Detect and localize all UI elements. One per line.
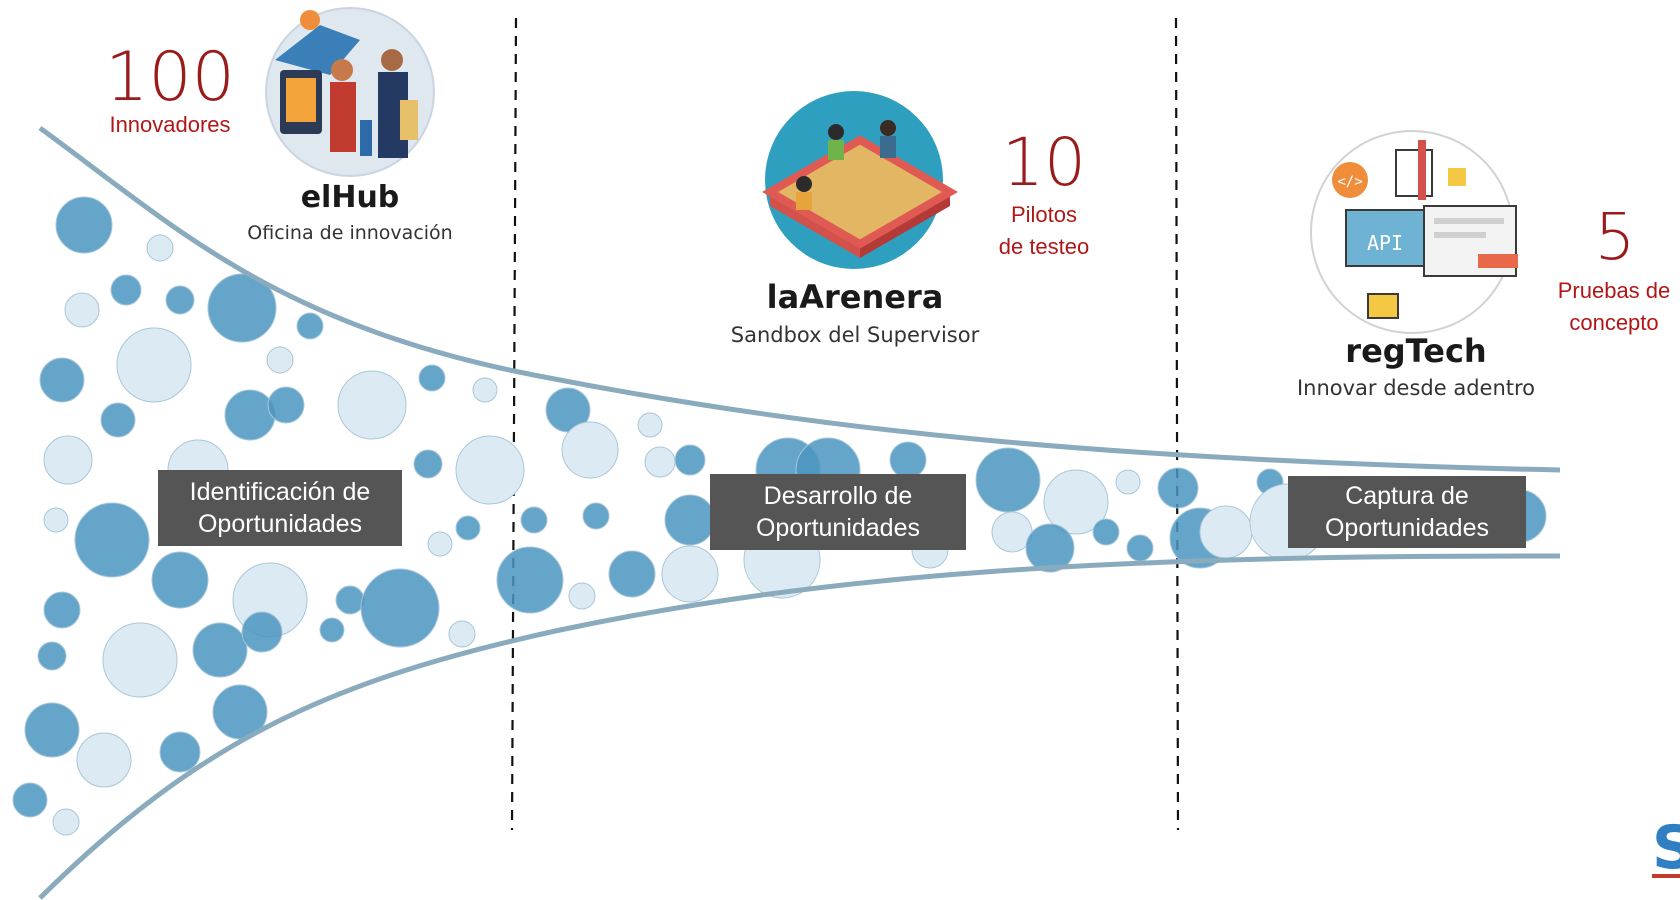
bubble (664, 494, 716, 546)
stage-2-box-line2: Oportunidades (755, 514, 920, 542)
bubble (224, 389, 276, 441)
bubble (608, 550, 656, 598)
bubble (520, 506, 548, 534)
bubble (582, 502, 610, 530)
stage-2-label-box: Desarrollo de Oportunidades (710, 474, 966, 550)
bubble (146, 234, 174, 262)
stage-1-number-label: Innovadores (109, 112, 231, 137)
bubble (561, 421, 619, 479)
bubble (55, 196, 113, 254)
team-meeting-illustration (265, 7, 435, 177)
bubble (12, 782, 48, 818)
bubble (1126, 534, 1154, 562)
stage-divider-1 (510, 17, 518, 831)
bubble (418, 364, 446, 392)
bubble (100, 402, 136, 438)
bubble (64, 292, 100, 328)
bubble (296, 312, 324, 340)
stage-3-number-label-line1: Pruebas de (1557, 278, 1671, 303)
bubble (1025, 523, 1075, 573)
bubble (43, 435, 93, 485)
stage-3-subtitle: Innovar desde adentro (1296, 376, 1536, 400)
svg-text:API: API (1367, 231, 1403, 255)
stage-3-number-label-line2: concepto (1569, 310, 1659, 335)
bubble (241, 611, 283, 653)
brand-logo: S (1652, 813, 1680, 883)
bubble (116, 327, 192, 403)
funnel-top-edge (38, 125, 1561, 473)
bubble (360, 568, 440, 648)
bubble (661, 545, 719, 603)
bubble (266, 346, 294, 374)
bubble (267, 386, 305, 424)
bubble (74, 502, 150, 578)
bubble (159, 731, 201, 773)
bubble (110, 274, 142, 306)
stage-1-label-box: Identificación de Oportunidades (158, 470, 402, 546)
api-illustration: API </> (1310, 130, 1518, 334)
stage-2-number: 10 (1002, 124, 1086, 201)
bubble (37, 641, 67, 671)
bubble (427, 531, 453, 557)
bubble (975, 447, 1041, 513)
bubble (207, 273, 277, 343)
bubble (496, 546, 564, 614)
bubble (319, 617, 345, 643)
bubble (1092, 518, 1120, 546)
bubble (448, 620, 476, 648)
svg-text:</>: </> (1337, 174, 1362, 190)
brand-logo-text: S (1652, 813, 1680, 883)
stage-1-box-line1: Identificación de (189, 478, 371, 506)
bubble (637, 412, 663, 438)
stage-1-subtitle: Oficina de innovación (247, 222, 453, 244)
bubble (413, 449, 443, 479)
stage-3-box-line2: Oportunidades (1324, 514, 1489, 542)
bubble (568, 582, 596, 610)
stage-2-number-label-line1: Pilotos (1010, 202, 1078, 227)
bubble (192, 622, 248, 678)
bubble (39, 357, 85, 403)
bubble (1043, 469, 1109, 535)
stage-divider-2 (1174, 17, 1180, 831)
bubble (43, 591, 81, 629)
stage-3-name: regTech (1345, 332, 1487, 370)
stage-2-name: laArenera (766, 278, 944, 316)
bubble (337, 370, 407, 440)
bubble (151, 551, 209, 609)
bubble (1115, 469, 1141, 495)
bubble (455, 515, 481, 541)
stage-1-number: 100 (105, 38, 235, 117)
stage-1-box-line2: Oportunidades (197, 510, 362, 538)
bubble (889, 441, 927, 479)
bubble (76, 732, 132, 788)
funnel-bottom-edge (38, 553, 1561, 900)
bubble (455, 435, 525, 505)
sandbox-illustration (762, 91, 958, 269)
bubble (52, 808, 80, 836)
bubble (165, 285, 195, 315)
stage-3-label-box: Captura de Oportunidades (1288, 476, 1526, 548)
bubble (472, 377, 498, 403)
bubble (43, 507, 69, 533)
stage-3-number: 5 (1594, 201, 1636, 275)
bubble (1157, 467, 1199, 509)
stage-3-box-line1: Captura de (1345, 482, 1469, 510)
stage-2-box-line1: Desarrollo de (763, 482, 913, 510)
bubble (644, 446, 676, 478)
bubble (674, 444, 706, 476)
stage-1-name: elHub (300, 180, 400, 215)
bubble (24, 702, 80, 758)
bubble (102, 622, 178, 698)
stage-2-subtitle: Sandbox del Supervisor (730, 323, 980, 347)
bubble (1199, 505, 1253, 559)
stage-2-number-label-line2: de testeo (998, 234, 1090, 259)
bubble (335, 585, 365, 615)
